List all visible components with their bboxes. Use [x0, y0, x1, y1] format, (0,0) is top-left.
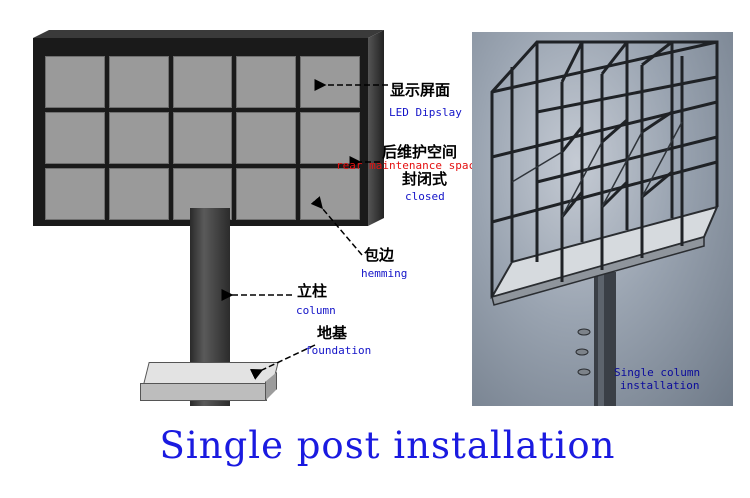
- right-photo-caption: Single column installation: [614, 366, 700, 392]
- page-title: Single post installation: [0, 424, 750, 467]
- closed-label-en: closed: [405, 191, 445, 202]
- right-caption-line-2: installation: [614, 379, 700, 392]
- steel-frame-drawing: [472, 32, 733, 406]
- render-pole: [594, 272, 616, 406]
- hemming-label-en: hemming: [361, 268, 407, 279]
- foundation-label-cn: 地基: [317, 326, 347, 341]
- led-display-label-cn: 显示屏面: [390, 83, 450, 98]
- steel-frame-render: Single column installation: [472, 32, 733, 406]
- hemming-label-cn: 包边: [364, 248, 394, 263]
- column-label-en: column: [296, 305, 336, 316]
- foundation-label-en: foundation: [305, 345, 371, 356]
- column-label-cn: 立柱: [297, 284, 327, 299]
- led-display-label-en: LED Dipslay: [389, 107, 462, 118]
- hemming-pointer-line: [322, 208, 362, 255]
- rear-maintenance-label-cn: 后维护空间: [382, 145, 457, 160]
- closed-label-cn: 封闭式: [402, 172, 447, 187]
- right-caption-line-1: Single column: [614, 366, 700, 379]
